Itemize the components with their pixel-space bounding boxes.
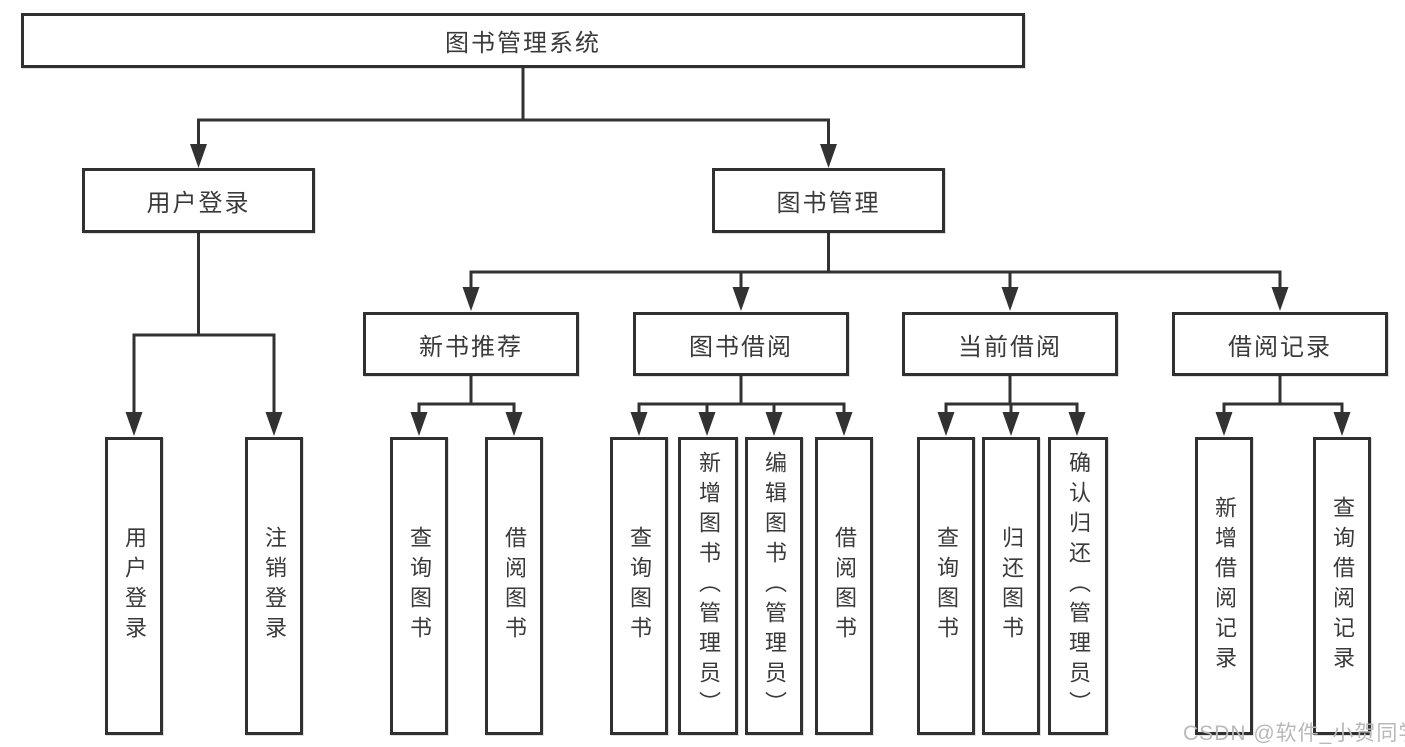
- leaf-borrow-books: 借阅图书: [815, 437, 873, 735]
- node-current-borrowing: 当前借阅: [902, 312, 1118, 376]
- node-book-borrowing: 图书借阅: [633, 312, 849, 376]
- leaf-add-borrow-record: 新增借阅记录: [1195, 437, 1253, 735]
- leaf-query-books-borrowing: 查询图书: [610, 437, 668, 735]
- leaf-query-books-recommend: 查询图书: [390, 437, 448, 735]
- connector-path: [132, 66, 1344, 418]
- leaf-borrow-books-recommend: 借阅图书: [485, 437, 543, 735]
- node-book-management: 图书管理: [712, 168, 945, 233]
- leaf-confirm-return-admin: 确认归还（管理员）: [1048, 437, 1108, 735]
- leaf-return-books: 归还图书: [982, 437, 1040, 735]
- leaf-add-books-admin: 新增图书（管理员）: [678, 437, 738, 735]
- node-library-management-system: 图书管理系统: [21, 13, 1025, 68]
- arrowhead-icons: [125, 144, 1351, 436]
- leaf-user-login: 用户登录: [105, 437, 163, 735]
- csdn-watermark: CSDN @软件_小贺同学: [1183, 722, 1405, 745]
- leaf-query-borrow-record: 查询借阅记录: [1313, 437, 1371, 735]
- node-borrowing-records: 借阅记录: [1172, 312, 1388, 376]
- leaf-edit-books-admin: 编辑图书（管理员）: [745, 437, 803, 735]
- leaf-query-books-current: 查询图书: [917, 437, 975, 735]
- node-user-login: 用户登录: [82, 168, 315, 233]
- node-new-book-recommendation: 新书推荐: [363, 312, 579, 376]
- leaf-logout: 注销登录: [245, 437, 303, 735]
